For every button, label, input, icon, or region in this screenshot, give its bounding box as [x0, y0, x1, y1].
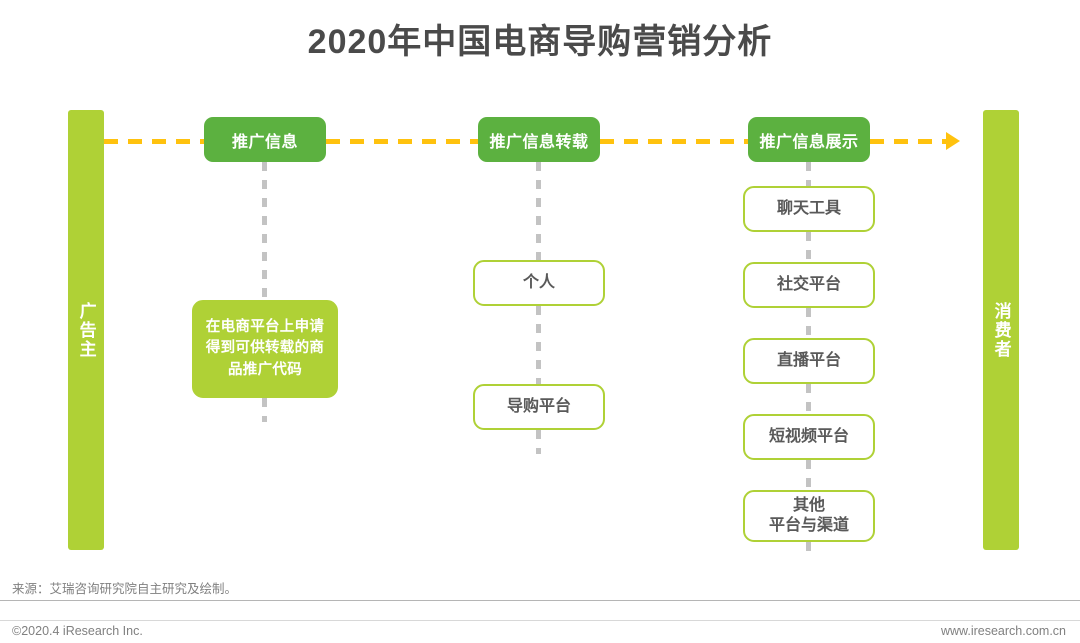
connector-stage3-item4-to-item5	[806, 460, 811, 490]
stage3-item-5-label: 其他 平台与渠道	[769, 496, 849, 536]
page-title: 2020年中国电商导购营销分析	[307, 23, 773, 61]
stage2-item-1[interactable]: 个人	[473, 260, 605, 306]
connector-stage3-tail	[806, 542, 811, 558]
footer-divider-top	[0, 600, 1080, 601]
actor-label-consumer: 消费者	[991, 301, 1011, 359]
website-link[interactable]: www.iresearch.com.cn	[940, 624, 1066, 638]
connector-stage2-to-item1	[536, 162, 541, 260]
stage3-item-3-label: 直播平台	[776, 352, 841, 369]
connector-stage1-tail	[262, 398, 267, 422]
stage-header-1[interactable]: 推广信息	[204, 117, 326, 162]
stage3-item-2[interactable]: 社交平台	[743, 262, 875, 308]
stage1-item-1-label: 在电商平台上申请得到可供转载的商品推广代码	[205, 319, 325, 378]
actor-bar-consumer: 消费者	[983, 110, 1019, 550]
flow-dash-segment-4	[870, 139, 948, 144]
stage3-item-2-label: 社交平台	[776, 276, 841, 293]
connector-stage3-item1-to-item2	[806, 232, 811, 262]
connector-stage3-to-item1	[806, 162, 811, 186]
stage3-item-3[interactable]: 直播平台	[743, 338, 875, 384]
stage2-item-2-label: 导购平台	[506, 398, 571, 415]
stage3-item-4-label: 短视频平台	[768, 428, 849, 445]
flow-dash-segment-3	[600, 139, 750, 144]
copyright-text: ©2020.4 iResearch Inc.	[12, 624, 143, 638]
stage3-item-5-line2: 平台与渠道	[768, 517, 849, 534]
flow-dash-segment-1	[104, 139, 204, 144]
stage3-item-5-line1: 其他	[792, 497, 825, 514]
flow-arrow-icon	[946, 132, 960, 150]
stage2-item-2[interactable]: 导购平台	[473, 384, 605, 430]
actor-label-advertiser: 广告主	[76, 301, 96, 359]
source-note: 来源：艾瑞咨询研究院自主研究及绘制。	[12, 582, 238, 596]
connector-stage3-item3-to-item4	[806, 384, 811, 414]
stage-header-3[interactable]: 推广信息展示	[748, 117, 870, 162]
stage3-item-4[interactable]: 短视频平台	[743, 414, 875, 460]
footer-divider-bottom	[0, 620, 1080, 621]
stage3-item-1[interactable]: 聊天工具	[743, 186, 875, 232]
stage2-item-1-label: 个人	[522, 274, 555, 291]
stage-header-2[interactable]: 推广信息转载	[478, 117, 600, 162]
stage1-item-1[interactable]: 在电商平台上申请得到可供转载的商品推广代码	[192, 300, 338, 398]
connector-stage1-to-item1	[262, 162, 267, 300]
stage3-item-5[interactable]: 其他 平台与渠道	[743, 490, 875, 542]
connector-stage2-item1-to-item2	[536, 306, 541, 384]
stage3-item-1-label: 聊天工具	[776, 200, 841, 217]
flow-dash-segment-2	[326, 139, 478, 144]
actor-bar-advertiser: 广告主	[68, 110, 104, 550]
connector-stage3-item2-to-item3	[806, 308, 811, 338]
connector-stage2-tail	[536, 430, 541, 454]
